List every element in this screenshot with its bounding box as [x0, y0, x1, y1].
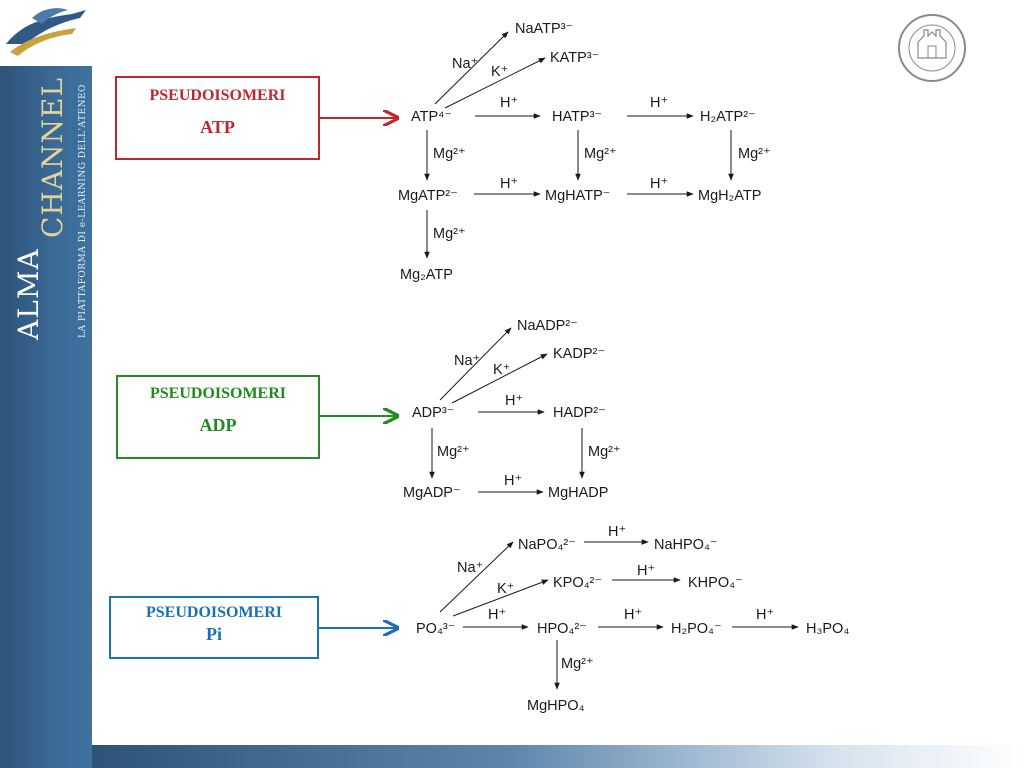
species-po4: PO₄³⁻	[416, 621, 455, 637]
label-mg: Mg²⁺	[561, 656, 594, 672]
label-na: Na⁺	[454, 353, 480, 369]
species-mgadp: MgADP⁻	[403, 485, 461, 501]
species-mg2atp: Mg₂ATP	[400, 267, 453, 283]
box-subject: Pi	[206, 624, 222, 644]
label-k: K⁺	[493, 362, 510, 378]
species-h2po4: H₂PO₄⁻	[671, 621, 722, 637]
label-h: H⁺	[505, 393, 523, 409]
label-mg: Mg²⁺	[738, 146, 771, 162]
species-naatp: NaATP³⁻	[515, 21, 573, 37]
species-khpo4: KHPO₄⁻	[688, 575, 743, 591]
adp-scheme: NaADP²⁻ KADP²⁻ ADP³⁻ HADP²⁻ MgADP⁻ MgHAD…	[403, 318, 621, 501]
arrow	[444, 57, 546, 109]
label-k: K⁺	[497, 581, 514, 597]
arrow	[434, 31, 509, 105]
pseudoisomer-box-pi: PSEUDOISOMERI Pi	[109, 596, 319, 659]
bottom-bar	[92, 745, 1024, 768]
species-hadp: HADP²⁻	[553, 405, 606, 421]
species-katp: KATP³⁻	[550, 50, 599, 66]
label-mg: Mg²⁺	[588, 444, 621, 460]
box-subject: ATP	[200, 117, 235, 137]
label-h: H⁺	[488, 607, 506, 623]
species-mgatp: MgATP²⁻	[398, 188, 458, 204]
arrow	[439, 327, 512, 401]
species-adp: ADP³⁻	[412, 405, 454, 421]
sidebar: ALMA CHANNEL LA PIATTAFORMA DI e-LEARNIN…	[0, 0, 92, 768]
label-na: Na⁺	[457, 560, 483, 576]
species-naadp: NaADP²⁻	[517, 318, 578, 334]
species-hatp: HATP³⁻	[552, 109, 602, 125]
pseudoisomer-box-adp: PSEUDOISOMERI ADP	[116, 375, 320, 459]
species-atp: ATP⁴⁻	[411, 109, 452, 125]
species-mghpo4: MgHPO₄	[527, 698, 585, 714]
species-mgh2atp: MgH₂ATP	[698, 188, 761, 204]
arrow	[451, 353, 548, 404]
box-title: PSEUDOISOMERI	[149, 87, 286, 104]
label-h: H⁺	[504, 473, 522, 489]
species-kpo4: KPO₄²⁻	[553, 575, 602, 591]
arrow	[439, 541, 514, 613]
label-h: H⁺	[650, 176, 668, 192]
box-subject: ADP	[199, 415, 237, 435]
university-seal-icon	[898, 14, 966, 82]
species-mghatp: MgHATP⁻	[545, 188, 610, 204]
species-hpo4: HPO₄²⁻	[537, 621, 587, 637]
label-h: H⁺	[608, 524, 626, 540]
species-mghadp: MgHADP	[548, 485, 608, 501]
species-h2atp: H₂ATP²⁻	[700, 109, 756, 125]
species-kadp: KADP²⁻	[553, 346, 605, 362]
label-h: H⁺	[624, 607, 642, 623]
pi-scheme: NaPO₄²⁻ NaHPO₄⁻ KPO₄²⁻ KHPO₄⁻ PO₄³⁻ HPO₄…	[416, 524, 849, 714]
label-mg: Mg²⁺	[437, 444, 470, 460]
label-mg: Mg²⁺	[433, 146, 466, 162]
label-h: H⁺	[500, 95, 518, 111]
label-k: K⁺	[491, 64, 508, 80]
species-nahpo4: NaHPO₄⁻	[654, 537, 718, 553]
label-h: H⁺	[637, 563, 655, 579]
box-title: PSEUDOISOMERI	[149, 385, 287, 402]
label-na: Na⁺	[452, 56, 478, 72]
arrow	[452, 579, 549, 617]
pseudoisomer-box-atp: PSEUDOISOMERI ATP	[115, 76, 320, 160]
species-h3po4: H₃PO₄	[806, 621, 849, 637]
pegasus-logo-icon	[6, 8, 86, 56]
label-h: H⁺	[500, 176, 518, 192]
species-napo4: NaPO₄²⁻	[518, 537, 576, 553]
label-mg: Mg²⁺	[584, 146, 617, 162]
label-h: H⁺	[650, 95, 668, 111]
atp-scheme: NaATP³⁻ KATP³⁻ ATP⁴⁻ HATP³⁻ H₂ATP²⁻ MgAT…	[398, 21, 771, 283]
box-title: PSEUDOISOMERI	[145, 604, 283, 621]
label-mg: Mg²⁺	[433, 226, 466, 242]
label-h: H⁺	[756, 607, 774, 623]
